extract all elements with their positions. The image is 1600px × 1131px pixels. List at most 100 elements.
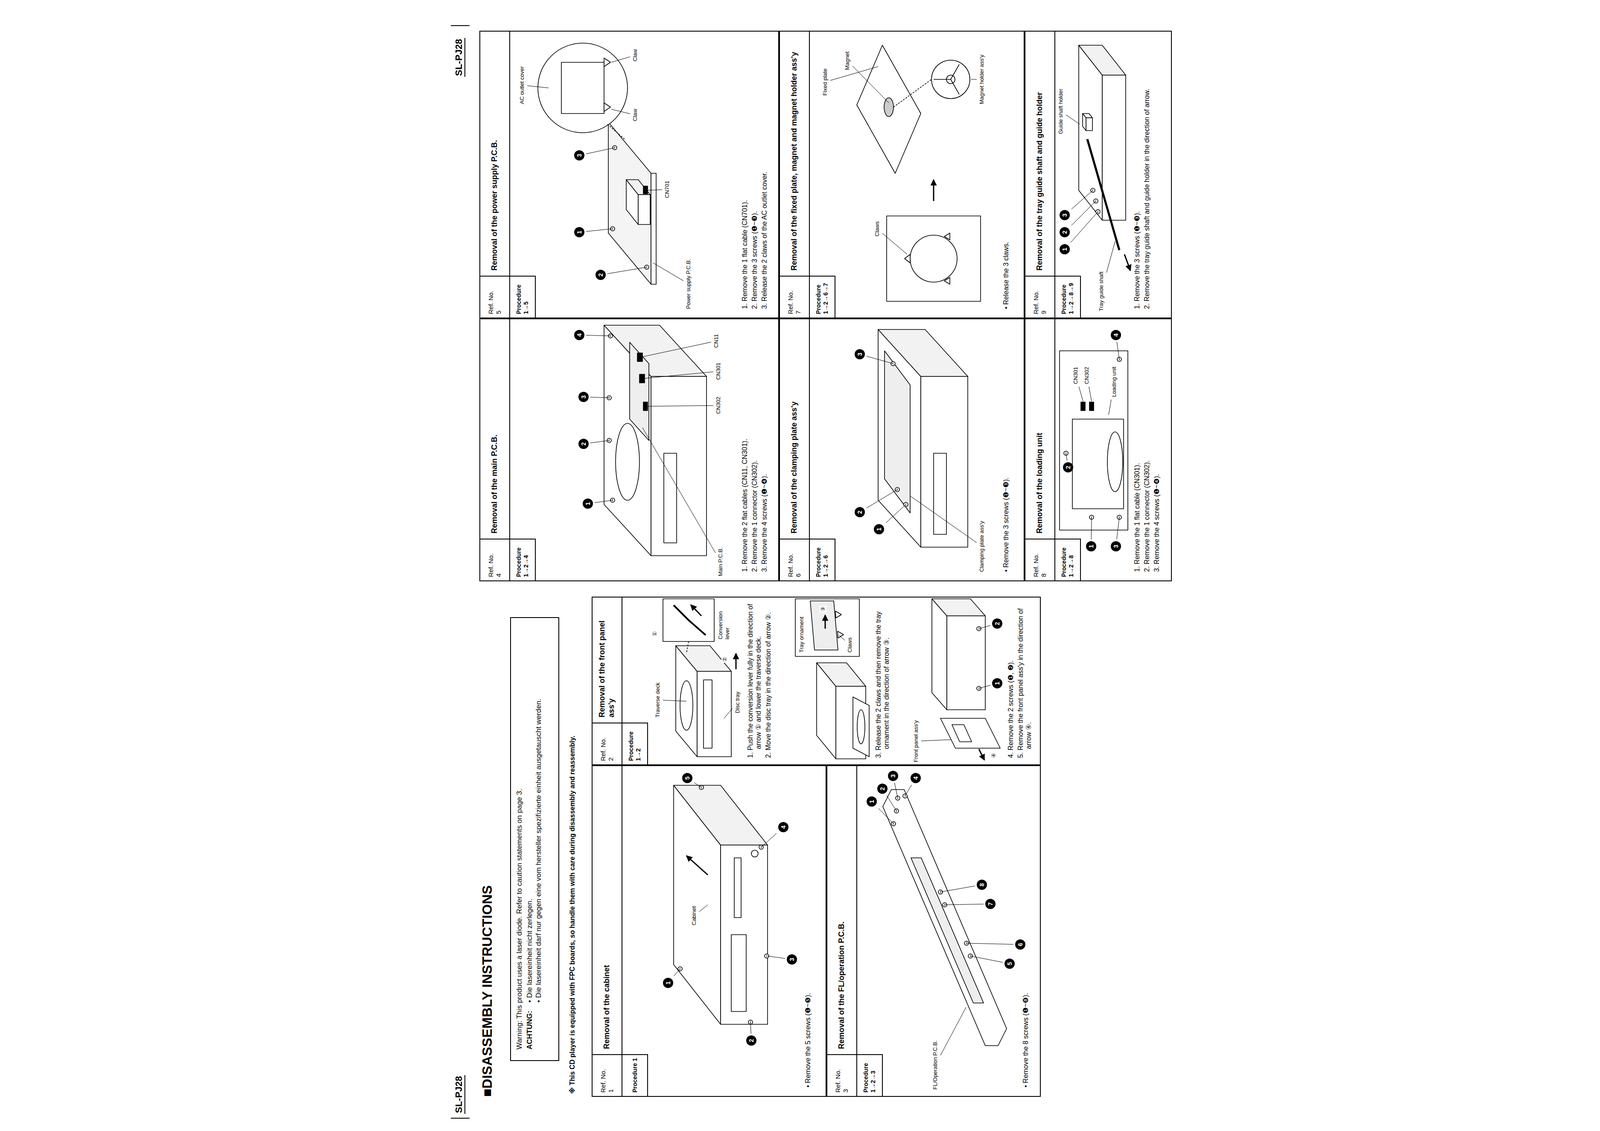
box-face [626, 179, 651, 195]
leader-line [921, 739, 952, 742]
leader-line [586, 147, 615, 155]
callout-number: 3 [786, 954, 798, 965]
conversion-lever [673, 605, 706, 636]
leader-line [694, 782, 702, 788]
leader-line [1089, 386, 1092, 402]
section-title: Removal of the tray guide shaft and guid… [1035, 36, 1045, 271]
claw [604, 102, 611, 112]
front-detail [663, 453, 677, 544]
magnet-holder [910, 235, 958, 283]
display-window [731, 934, 747, 1012]
ref-number: Ref. No. 8 [1032, 550, 1048, 578]
procedure-text: Procedure 1→2→6→7 [814, 278, 830, 315]
part-label: CN11 [712, 333, 720, 349]
leader-line [642, 427, 716, 553]
magnet-holder [931, 60, 970, 99]
part-label: Front panel ass'y [912, 719, 920, 764]
title-cell: Removal of the fixed plate, magnet and m… [779, 30, 810, 277]
part-label: Main P.C.B. [717, 546, 725, 578]
leader-line [838, 635, 845, 641]
part-label: FL/Operation P.C.B. [931, 1039, 939, 1091]
leader-line [1071, 190, 1093, 210]
callout-number: 2 [746, 1035, 757, 1046]
procedure-text: Procedure 1→2→3 [862, 1056, 877, 1093]
tray-guide-shaft [1087, 139, 1120, 251]
part-label: CN302 [1083, 366, 1091, 386]
callout-number: 4 [778, 822, 789, 833]
warning-text: Warning: This product uses a laser diode… [515, 628, 524, 1050]
display-window [910, 858, 984, 1004]
callout-number: 3 [574, 150, 585, 161]
leader-line [885, 504, 906, 523]
callout-number: 6 [1015, 939, 1026, 950]
illustration [878, 329, 968, 548]
ref-number-cell: Ref. No. 8 [1024, 538, 1056, 582]
ref-number: Ref. No. 5 [487, 287, 503, 315]
title-cell: Removal of the tray guide shaft and guid… [1024, 30, 1056, 277]
part-label: ① [651, 630, 659, 638]
part-label: ④ [990, 752, 998, 760]
step-text: 1. Remove the 2 flat cables (CN11, CN301… [740, 324, 749, 573]
warning-box: Warning: This product uses a laser diode… [510, 617, 560, 1062]
step-text: 3. Remove the 4 screws (❶~❹). [760, 324, 769, 573]
step-text: 5. Remove the front panel ass'y in the d… [1016, 601, 1033, 759]
box-face [1078, 45, 1126, 76]
callout-number: 2 [1059, 227, 1070, 238]
leader-line [970, 956, 1003, 963]
illustration [662, 598, 1001, 761]
leader-line [653, 262, 684, 281]
leader-line [750, 1022, 751, 1034]
leader-line [1091, 517, 1092, 540]
leader-line [761, 833, 777, 848]
procedure-text: Procedure 1→5 [515, 278, 530, 315]
callout-number: 4 [574, 329, 585, 341]
ac-outlet-cover [561, 62, 605, 114]
leader-line [611, 109, 631, 114]
section-title: Removal of the FL/operation P.C.B. [837, 771, 847, 1050]
fixed-plate [856, 45, 921, 174]
leader-line [894, 782, 898, 799]
callout-number: 2 [1062, 462, 1074, 473]
ref-number-cell: Ref. No. 5 [479, 275, 511, 319]
illustration [856, 45, 981, 302]
front-detail [703, 680, 713, 749]
step-text: 2. Remove the 1 connector (CN302). [1142, 324, 1151, 573]
ref-number: Ref. No. 4 [487, 550, 503, 578]
ref-number-cell: Ref. No. 1 [591, 1054, 623, 1098]
step-text: 3. Release the 2 claws and then remove t… [874, 601, 891, 759]
leader-line [1065, 453, 1068, 461]
illustration [673, 785, 769, 1025]
claw [604, 58, 611, 67]
procedure-text: Procedure 1→2→6 [814, 541, 830, 578]
leader-line [1116, 517, 1120, 540]
section-title: Removal of the fixed plate, magnet and m… [789, 36, 800, 271]
callout-number: 3 [1059, 210, 1070, 221]
part-label: Tray guide shaft [1097, 270, 1105, 313]
callout-number: 1 [866, 796, 877, 807]
loading-unit [1072, 419, 1124, 509]
title-cell: Removal of the front panel ass'y [591, 596, 623, 724]
callout-number: 2 [992, 618, 1003, 629]
leader-line [1108, 399, 1112, 415]
procedure-body: • Remove the 8 screws (❶~❽).Procedure 1→… [856, 765, 1041, 1098]
box-face [697, 671, 732, 757]
box-face [720, 845, 768, 1025]
leader-line [978, 685, 991, 689]
section-title: Removal of the front panel ass'y [597, 602, 617, 718]
leader-line [640, 342, 712, 358]
procedure-cell: Procedure 1→2→8 [1054, 538, 1081, 582]
leader-line [1071, 201, 1096, 226]
inset-circle [537, 43, 628, 133]
claw [835, 611, 842, 619]
direction-arrow [933, 179, 935, 202]
part-label: Guide shaft holder [1057, 87, 1065, 135]
procedure-text: Procedure 1 [631, 1056, 639, 1093]
callout-number: 3 [578, 391, 589, 403]
part-label: Tray ornament [798, 616, 806, 654]
callout-number: 4 [910, 773, 921, 784]
illustration [1078, 45, 1131, 271]
ref-number-cell: Ref. No. 4 [479, 538, 511, 582]
part-label: Disc tray [734, 690, 742, 715]
main-pcb [629, 342, 649, 441]
